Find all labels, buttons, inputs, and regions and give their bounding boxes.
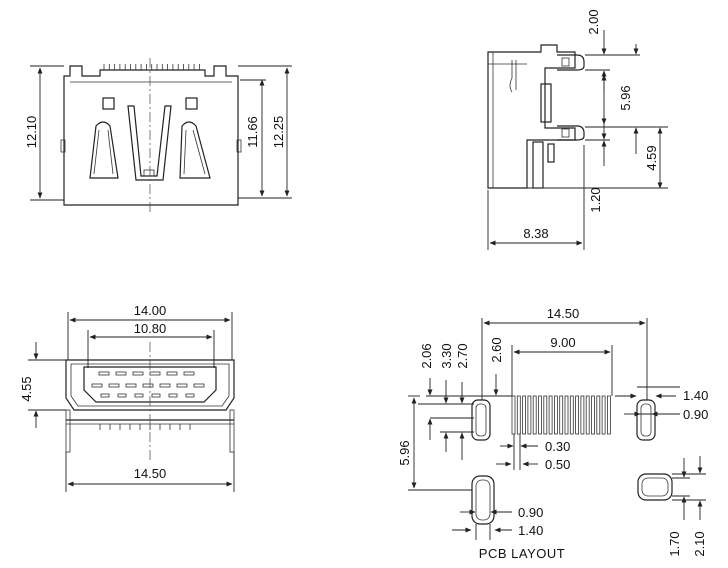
port-outer-width-label: 14.00 (134, 303, 167, 318)
pcb-dimensions: 14.50 9.00 2.06 3.30 2.70 2.60 5.96 1.40… (397, 306, 708, 561)
pcb-dim-596-label: 5.96 (397, 440, 412, 465)
side-view (487, 44, 585, 189)
front-height-inner-label: 11.66 (245, 116, 260, 148)
pcb-pitch-label: 0.30 (545, 439, 570, 454)
front-dimensions: 12.10 11.66 12.25 (24, 65, 292, 201)
pcb-right-slot-w-label: 1.40 (683, 388, 708, 403)
side-mid-dim-label: 5.96 (618, 85, 633, 110)
right-slot-pad (636, 399, 656, 441)
left-slot-pad (471, 399, 491, 441)
pcb-dim-210-label: 2.10 (692, 531, 707, 556)
front-height-left-label: 12.10 (24, 116, 39, 149)
port-contacts (91, 371, 205, 398)
pcb-dim-170-label: 1.70 (667, 531, 682, 556)
port-base-width-label: 14.50 (134, 466, 167, 481)
pcb-dim-260-label: 2.60 (489, 337, 504, 362)
pcb-overall-width-label: 14.50 (547, 306, 580, 321)
pcb-bottom-slot-inner-label: 0.90 (518, 505, 543, 520)
pcb-pin-span-label: 9.00 (550, 335, 575, 350)
pcb-right-slot-inner-label: 0.90 (683, 407, 708, 422)
top-pins (103, 64, 200, 70)
side-top-dim-label: 2.00 (586, 9, 601, 34)
side-right-dim-label: 4.59 (644, 145, 659, 170)
pcb-bottom-slot-w-label: 1.40 (518, 523, 543, 538)
bottom-left-slot-pad (471, 475, 495, 525)
port-inner-width-label: 10.80 (134, 321, 167, 336)
front-view (60, 58, 242, 212)
pcb-layout-caption: PCB LAYOUT (479, 546, 565, 561)
port-dimensions: 14.00 10.80 4.55 14.50 (19, 303, 235, 492)
side-bottom-dim-label: 1.20 (588, 187, 603, 212)
pcb-dim-206-label: 2.06 (419, 343, 434, 368)
pcb-dim-270-label: 2.70 (455, 343, 470, 368)
bottom-right-slot-pad (637, 473, 673, 501)
side-dimensions: 2.00 5.96 4.59 1.20 8.38 (487, 9, 668, 250)
signal-pads (511, 395, 611, 435)
pcb-layout (471, 395, 673, 525)
pcb-dim-330-label: 3.30 (439, 343, 454, 368)
side-depth-dim-label: 8.38 (523, 226, 548, 241)
front-height-right-label: 12.25 (271, 116, 286, 149)
pcb-pad-width-label: 0.50 (545, 457, 570, 472)
port-height-label: 4.55 (19, 376, 34, 401)
port-view (65, 342, 235, 460)
